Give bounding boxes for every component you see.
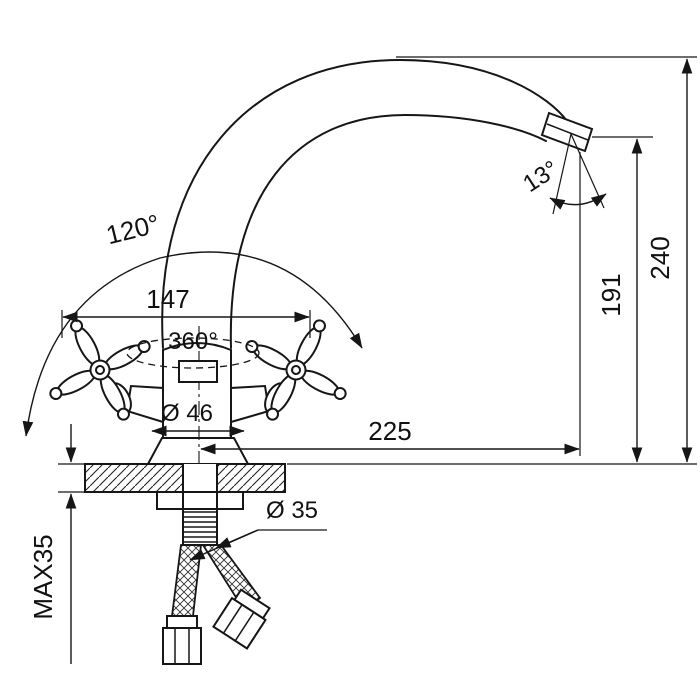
- handle-cone-left: [125, 384, 164, 424]
- label-overall-height: 240: [645, 236, 675, 279]
- spout-inner-curve: [229, 113, 547, 349]
- hose-left-fitting: [166, 615, 198, 629]
- label-spout-height: 191: [596, 273, 626, 316]
- spout-collar: [178, 360, 218, 383]
- dimension-overall-height: 240: [287, 56, 697, 465]
- faucet-body: [49, 58, 594, 465]
- dimension-spout-height: 191: [592, 136, 653, 463]
- countertop-hatch-left: [86, 465, 182, 491]
- handle-cone-right: [230, 384, 271, 424]
- hose-right-nut-facet: [222, 604, 243, 634]
- label-spout-reach: 225: [368, 416, 411, 446]
- supply-hoses: [162, 544, 271, 665]
- dimension-base-diameter: Ø 46: [151, 400, 245, 437]
- label-base-diameter: Ø 46: [161, 400, 213, 427]
- label-handle-span: 147: [146, 284, 189, 314]
- shank-threads: [184, 511, 216, 543]
- dimension-handle-span: 147: [61, 284, 311, 338]
- hose-right-end: [212, 588, 271, 650]
- aerator-detail-line: [546, 123, 589, 141]
- hose-left-nut: [162, 627, 202, 665]
- hose-left: [170, 544, 203, 617]
- dimension-aerator-angle: 13°: [518, 133, 607, 215]
- hose-right-nut: [212, 596, 267, 650]
- label-max-thickness: MAX35: [28, 534, 58, 619]
- countertop-hatch-right: [218, 465, 284, 491]
- label-swivel-angle: 360°: [168, 328, 218, 355]
- label-handle-rotation: 120°: [103, 208, 162, 250]
- hose-right-nut-facet: [234, 611, 255, 642]
- label-aerator-angle: 13°: [518, 156, 563, 198]
- spout-outer-curve: [161, 58, 568, 349]
- countertop-section: [84, 463, 286, 546]
- dimension-max-thickness: MAX35: [28, 424, 86, 664]
- base-skirt: [147, 437, 249, 465]
- dimension-spout-reach: 225: [200, 152, 581, 456]
- label-shank-diameter: Ø 35: [266, 497, 318, 524]
- mounting-nut: [156, 491, 244, 510]
- dimension-shank-diameter: Ø 35: [189, 497, 327, 561]
